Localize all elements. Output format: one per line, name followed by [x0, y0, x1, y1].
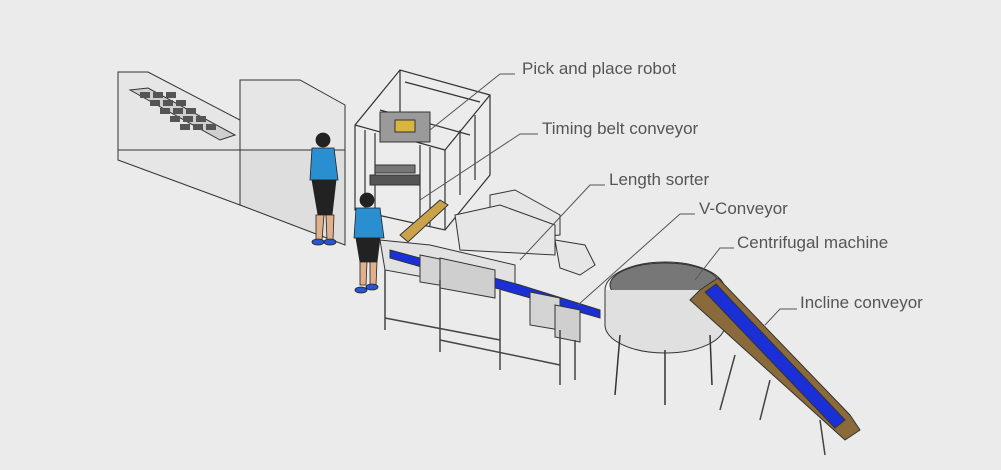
label-incline-conveyor: Incline conveyor	[800, 293, 923, 312]
timing-belt	[399, 199, 449, 243]
support-legs	[384, 270, 576, 385]
incline-conveyor	[689, 277, 861, 456]
mid-boxes	[454, 189, 596, 276]
operator-1	[309, 132, 339, 246]
tray-grid	[140, 92, 216, 130]
robot-internals	[369, 111, 431, 186]
label-timing-belt-conveyor: Timing belt conveyor	[542, 119, 699, 138]
sorter-assembly	[379, 239, 601, 343]
label-length-sorter: Length sorter	[609, 170, 710, 189]
operator-2	[353, 192, 385, 294]
label-centrifugal-machine: Centrifugal machine	[737, 233, 889, 252]
label-v-conveyor: V-Conveyor	[699, 199, 788, 218]
label-pick-and-place-robot: Pick and place robot	[522, 59, 677, 78]
leader-lines	[419, 73, 797, 326]
robot-frame	[354, 69, 491, 231]
centrifugal-machine	[604, 261, 726, 405]
